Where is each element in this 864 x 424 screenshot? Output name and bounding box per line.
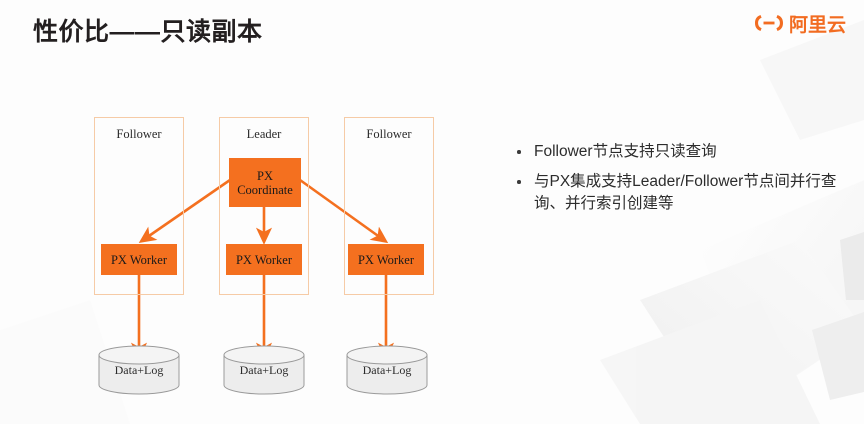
px-coordinator-label: PX Coordinate [237,169,293,197]
node-group-follower-2 [344,117,434,295]
px-worker-box-1: PX Worker [101,244,177,275]
arrow-coordinator-to-worker-1 [138,178,231,244]
architecture-diagram: Follower Leader Follower PX Coordinate P… [94,117,434,395]
px-worker-box-2: PX Worker [226,244,302,275]
px-coordinator-line2: Coordinate [237,182,293,197]
brand-logo: 阿里云 [754,12,846,38]
storage-cylinder-2 [223,345,305,395]
page-title: 性价比——只读副本 [33,18,263,46]
diagram-graphics [98,178,428,395]
px-coordinator-line1: PX [257,168,273,183]
node-group-label-follower-2: Follower [366,127,412,141]
storage-label-1: Data+Log [114,363,164,377]
storage-cylinder-1 [98,345,180,395]
arrow-coordinator-to-worker-3 [299,178,389,244]
storage-label-2: Data+Log [239,363,289,377]
node-group-label-leader: Leader [246,127,282,141]
px-worker-box-3: PX Worker [348,244,424,275]
px-coordinator-box: PX Coordinate [229,158,301,207]
storage-label-3: Data+Log [362,363,412,377]
node-group-label-follower-1: Follower [116,127,162,141]
alibaba-cloud-logo-icon [754,13,784,38]
storage-cylinder-3 [346,345,428,395]
bullet-item-2: 与PX集成支持Leader/Follower节点间并行查询、并行索引创建等 [513,171,848,215]
bullet-item-1: Follower节点支持只读查询 [513,141,848,163]
brand-logo-text: 阿里云 [788,14,846,36]
node-group-follower-1 [94,117,184,295]
bullet-list: Follower节点支持只读查询 与PX集成支持Leader/Follower节… [513,141,848,223]
node-group-leader [219,117,309,295]
